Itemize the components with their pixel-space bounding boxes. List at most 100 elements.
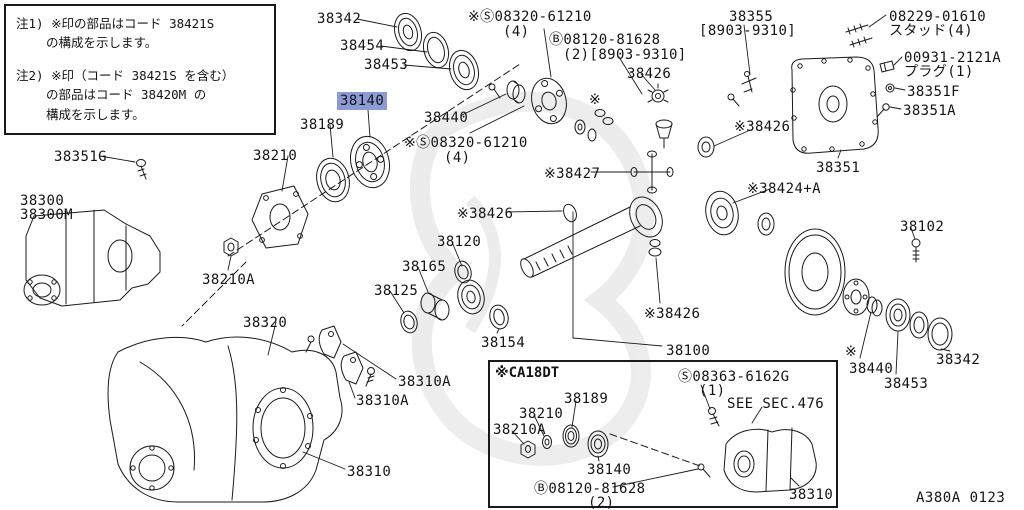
art-bearing-38342-top <box>393 12 423 52</box>
art-washer-38426-top <box>647 83 669 103</box>
part-label-38426-bottom[interactable]: ※38426 <box>644 306 701 322</box>
art-studs-08229 <box>845 23 873 48</box>
hw-label-08120-81628-top[interactable]: Ⓑ08120-81628 <box>549 32 661 48</box>
hw-label-08363-6162G-qty[interactable]: (1) <box>699 383 726 399</box>
part-label-38125[interactable]: 38125 <box>374 283 419 299</box>
art-bearing-38453-top <box>448 49 480 91</box>
mark-asterisk-shim: ※ <box>589 92 602 108</box>
art-bracket-38310a-1 <box>318 325 342 359</box>
note2-line3: 構成を示します。 <box>46 106 145 122</box>
part-label-38310A-2[interactable]: 38310A <box>356 393 409 409</box>
leader-lines <box>99 14 951 488</box>
art-ring-gear <box>784 228 846 316</box>
part-label-38102[interactable]: 38102 <box>900 219 945 235</box>
art-spider-38427 <box>630 150 674 194</box>
part-label-38355-date[interactable]: [8903-9310] <box>699 23 797 39</box>
art-rear-cover-38351 <box>790 56 879 154</box>
part-label-38210A[interactable]: 38210A <box>202 272 255 288</box>
part-label-38440-top[interactable]: 38440 <box>424 110 469 126</box>
part-label-38424A[interactable]: ※38424+A <box>747 181 821 197</box>
part-label-38300[interactable]: 38300 <box>20 193 65 209</box>
hw-label-08320-61210-mid[interactable]: ※Ⓢ08320-61210 <box>404 135 528 151</box>
art-plate-38210 <box>251 185 309 249</box>
part-label-38320[interactable]: 38320 <box>243 315 288 331</box>
art-housing-38320-38310 <box>107 336 343 503</box>
ref-label-see-sec-476[interactable]: SEE SEC.476 <box>727 396 825 412</box>
part-label-38427[interactable]: ※38427 <box>544 166 601 182</box>
hw-label-08320-61210-mid-qty[interactable]: (4) <box>444 150 471 166</box>
part-label-38165[interactable]: 38165 <box>402 259 447 275</box>
part-label-38426-right[interactable]: ※38426 <box>734 119 791 135</box>
part-label-38426-top[interactable]: 38426 <box>627 66 672 82</box>
art-pinion-gear-small <box>655 119 673 149</box>
part-label-38210A-sub[interactable]: 38210A <box>493 422 546 438</box>
part-label-38453-top[interactable]: 38453 <box>364 57 409 73</box>
part-label-38310-sub[interactable]: 38310 <box>789 487 834 503</box>
part-label-38426-left[interactable]: ※38426 <box>457 206 514 222</box>
part-label-38210-sub[interactable]: 38210 <box>519 406 564 422</box>
hw-label-08120-81628-sub[interactable]: Ⓑ08120-81628 <box>534 481 646 497</box>
part-label-38140[interactable]: 38140 <box>337 92 388 111</box>
part-label-38210[interactable]: 38210 <box>253 148 298 164</box>
art-nut-38210a <box>223 237 239 257</box>
part-label-38351G[interactable]: 38351G <box>54 149 107 165</box>
part-label-38355[interactable]: 38355 <box>729 9 774 25</box>
part-label-38100[interactable]: 38100 <box>666 343 711 359</box>
hw-label-08229-01610-qty[interactable]: スタッド(4) <box>889 23 974 39</box>
ca18dt-variant-title: ※CA18DT <box>495 365 560 381</box>
hw-label-08320-61210-top[interactable]: ※Ⓢ08320-61210 <box>468 9 592 25</box>
art-diff-carrier-38300 <box>23 209 161 307</box>
part-label-38154[interactable]: 38154 <box>481 335 526 351</box>
part-label-38310A-1[interactable]: 38310A <box>398 374 451 390</box>
part-label-38440-right[interactable]: 38440 <box>849 361 894 377</box>
art-shim-washers <box>574 109 614 142</box>
ca18dt-variant-box: ※CA18DT <box>488 360 838 508</box>
mark-asterisk-right: ※ <box>845 344 858 360</box>
part-label-38310[interactable]: 38310 <box>347 464 392 480</box>
part-label-38189-sub[interactable]: 38189 <box>564 391 609 407</box>
art-bracket-38310a-2 <box>340 351 364 385</box>
art-collar-38440-right <box>866 296 883 317</box>
art-plug-38351f <box>885 83 895 93</box>
art-companion-flange <box>531 77 567 125</box>
part-label-38351A[interactable]: 38351A <box>903 103 956 119</box>
note1-line2: の構成を示します。 <box>46 35 158 51</box>
part-label-38342-right[interactable]: 38342 <box>936 352 981 368</box>
part-label-38342-top[interactable]: 38342 <box>317 11 362 27</box>
part-label-38120[interactable]: 38120 <box>437 234 482 250</box>
art-washer-38426-right <box>697 136 715 158</box>
hw-label-08120-81628-top-qty[interactable]: (2)[8903-9310] <box>563 47 687 63</box>
hw-label-08120-81628-sub-qty[interactable]: (2) <box>588 495 615 510</box>
art-bearing-38189 <box>316 157 350 203</box>
notes-box: 注1) ※印の部品はコード 38421S の構成を示します。 注2) ※印（コー… <box>4 4 276 135</box>
art-thrust-washer <box>757 212 775 236</box>
art-diff-case-flange <box>842 278 870 316</box>
part-label-38351F[interactable]: 38351F <box>907 84 960 100</box>
part-label-38454[interactable]: 38454 <box>340 38 385 54</box>
art-plug-00931 <box>879 60 895 73</box>
art-bolt-38102 <box>911 238 921 263</box>
hw-label-08320-61210-top-qty[interactable]: (4) <box>503 24 530 40</box>
hw-label-08229-01610[interactable]: 08229-01610 <box>889 9 987 25</box>
part-label-38453-right[interactable]: 38453 <box>884 376 929 392</box>
part-label-38300M[interactable]: 38300M <box>20 207 73 223</box>
art-breather-38355 <box>727 71 757 107</box>
part-label-38189[interactable]: 38189 <box>300 117 345 133</box>
hw-label-00931-2121A-qty[interactable]: プラグ(1) <box>904 64 974 80</box>
hw-label-00931-2121A[interactable]: 00931-2121A <box>904 50 1002 66</box>
part-label-38351[interactable]: 38351 <box>816 160 861 176</box>
part-label-38140-sub[interactable]: 38140 <box>587 462 632 478</box>
art-bolt-38351g <box>136 159 147 180</box>
art-pinion-shaft-38100 <box>520 196 663 278</box>
note1-line1: 注1) ※印の部品はコード 38421S <box>16 16 215 31</box>
art-bearing-38140 <box>350 135 390 189</box>
art-bearing-38342-right <box>927 317 953 351</box>
hw-label-08363-6162G[interactable]: Ⓢ08363-6162G <box>678 369 790 385</box>
art-ring-38454 <box>422 31 450 69</box>
note2-line1: 注2) ※印（コード 38421S を含む） <box>16 68 235 84</box>
art-spacer-cluster <box>400 260 509 334</box>
construction-lines <box>181 63 701 467</box>
art-bearing-38453-right <box>885 298 911 332</box>
